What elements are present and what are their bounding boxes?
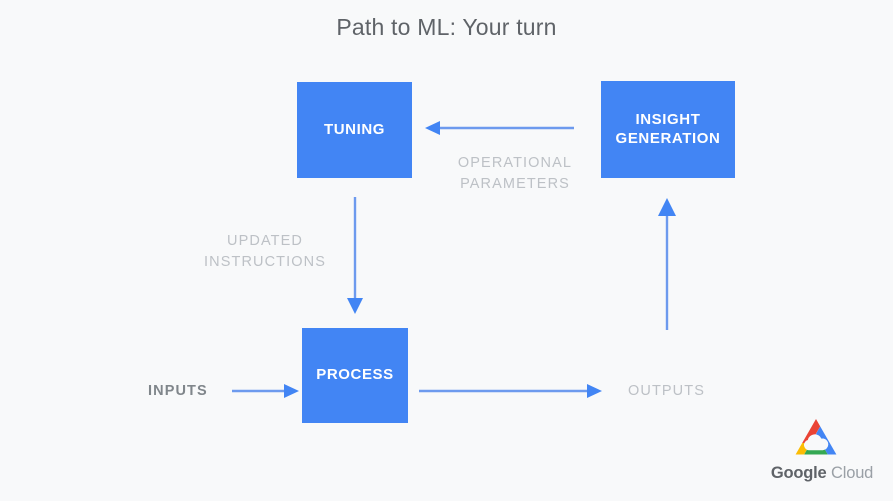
node-insight-line-2: GENERATION — [615, 129, 721, 147]
arrow-tuning-to-process — [347, 197, 363, 314]
node-tuning-label: TUNING — [323, 120, 386, 138]
node-insight-generation[interactable]: INSIGHT GENERATION — [601, 81, 735, 178]
terminal-label-inputs: INPUTS — [148, 383, 208, 399]
google-cloud-logo-icon — [795, 419, 837, 455]
node-tuning[interactable]: TUNING — [297, 82, 412, 178]
node-insight-line-1: INSIGHT — [635, 110, 701, 128]
google-cloud-wordmark: Google Cloud — [762, 464, 882, 483]
edge-label-updated-line-2: INSTRUCTIONS — [204, 254, 326, 271]
page-title: Path to ML: Your turn — [336, 14, 557, 40]
edge-label-operational-parameters: OPERATIONAL PARAMETERS — [430, 153, 600, 195]
google-cloud-branding: Google Cloud — [762, 416, 882, 494]
node-process-label: PROCESS — [316, 366, 394, 384]
edge-label-updated-line-1: UPDATED — [227, 233, 303, 249]
wordmark-cloud: Cloud — [831, 464, 874, 482]
edge-label-operational-line-1: OPERATIONAL — [457, 155, 573, 171]
arrow-outputs-to-insight — [658, 198, 676, 330]
arrow-insight-to-tuning — [425, 121, 574, 135]
node-insight-generation-label: INSIGHT GENERATION — [616, 111, 721, 149]
terminal-label-outputs: OUTPUTS — [628, 383, 705, 399]
edge-label-operational-line-2: PARAMETERS — [460, 176, 570, 193]
edge-label-updated-instructions: UPDATED INSTRUCTIONS — [180, 231, 350, 273]
arrow-inputs-to-process — [232, 384, 299, 398]
node-process[interactable]: PROCESS — [302, 328, 408, 423]
wordmark-google: Google — [770, 464, 827, 482]
arrow-process-to-outputs — [419, 384, 602, 398]
